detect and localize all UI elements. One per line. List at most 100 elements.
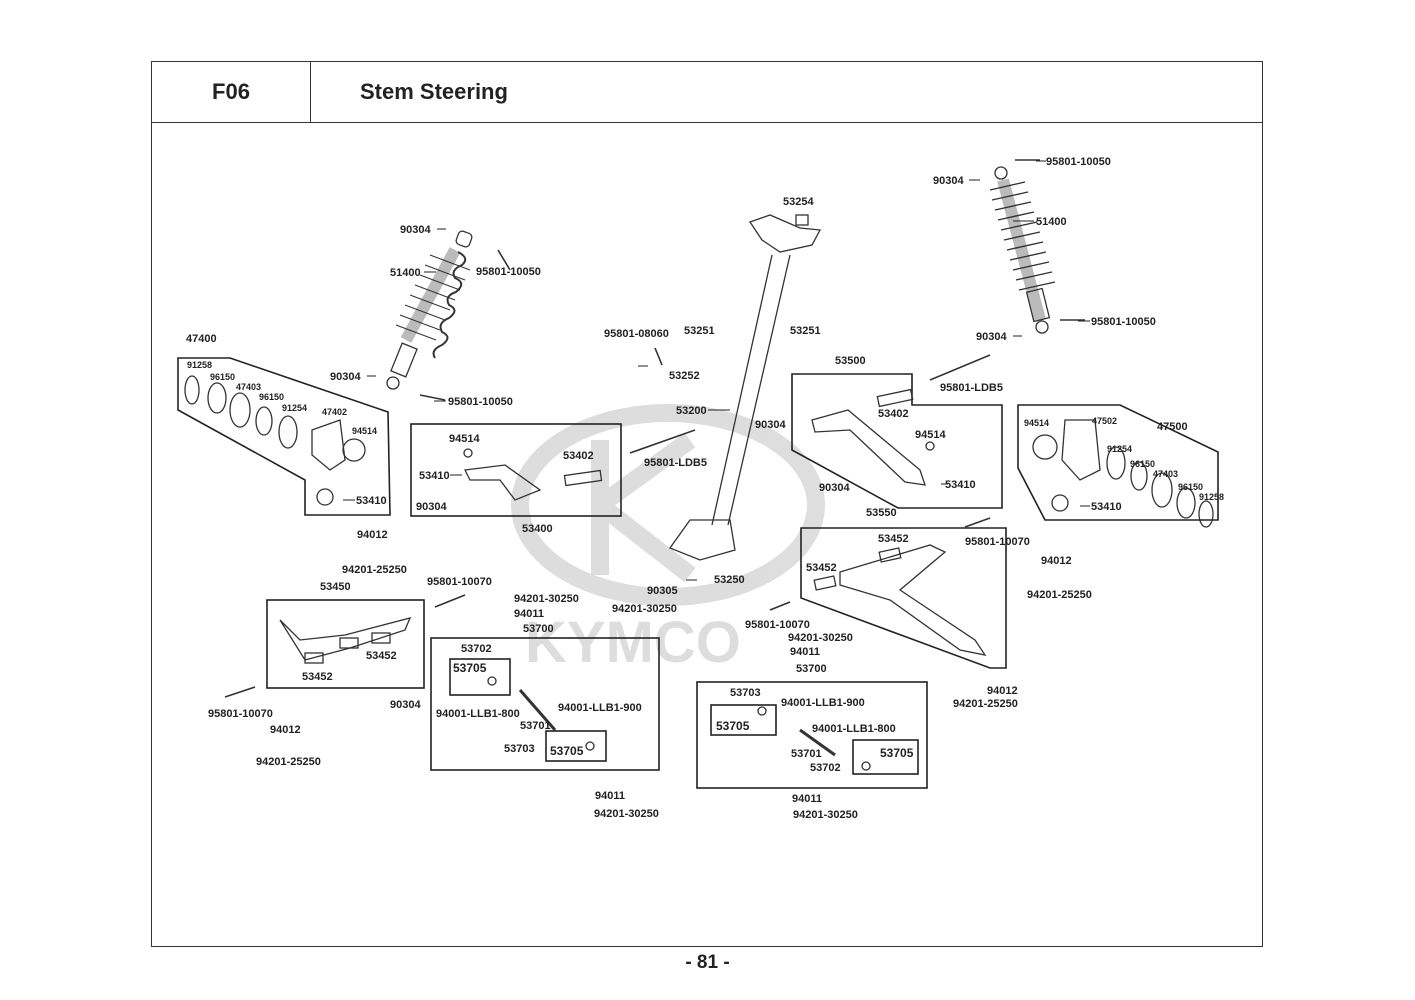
label-53705: 53705	[880, 746, 914, 760]
label-53705: 53705	[716, 719, 750, 733]
label-94012: 94012	[987, 685, 1018, 697]
tierod-right-box	[696, 681, 928, 789]
label-94001-LLB1-800: 94001-LLB1-800	[436, 708, 520, 720]
label-90304: 90304	[976, 331, 1007, 343]
label-53452: 53452	[878, 533, 909, 545]
label-53550: 53550	[866, 507, 897, 519]
left-shock-drawing	[386, 230, 473, 390]
label-47403: 47403	[1153, 469, 1178, 479]
upper-arm-left-drawing	[463, 448, 603, 501]
label-94011: 94011	[792, 793, 822, 805]
knuckle-left-box	[177, 357, 391, 516]
label-95801-10050: 95801-10050	[1046, 156, 1111, 168]
label-90304: 90304	[819, 482, 850, 494]
pivot-bolts	[224, 159, 1085, 698]
label-94201-25250: 94201-25250	[953, 698, 1018, 710]
label-94011: 94011	[790, 646, 820, 658]
label-94201-30250: 94201-30250	[514, 593, 579, 605]
label-53450: 53450	[320, 581, 351, 593]
label-47402: 47402	[322, 407, 347, 417]
label-95801-LDB5: 95801-LDB5	[644, 457, 707, 469]
upper-arm-right-drawing	[811, 388, 935, 486]
label-94514: 94514	[352, 426, 377, 436]
label-94514: 94514	[1024, 418, 1049, 428]
label-53251: 53251	[790, 325, 821, 337]
label-94012: 94012	[357, 529, 388, 541]
label-96150: 96150	[210, 372, 235, 382]
label-94201-25250: 94201-25250	[342, 564, 407, 576]
part-labels: 90304 51400 95801-10050 90304 95801-1005…	[186, 156, 1224, 821]
tierod-left-sub-b	[545, 730, 607, 762]
label-95801-10050: 95801-10050	[476, 266, 541, 278]
leader-lines	[343, 160, 1090, 581]
kymco-watermark: KYMCO	[511, 404, 825, 675]
tierod-left-sub-a	[449, 658, 511, 696]
label-53500: 53500	[835, 355, 866, 367]
label-94012: 94012	[270, 724, 301, 736]
label-53702: 53702	[461, 643, 492, 655]
knuckle-right-box	[1017, 404, 1219, 521]
label-53410: 53410	[419, 470, 450, 482]
label-95801-10070: 95801-10070	[965, 536, 1030, 548]
label-47500: 47500	[1157, 421, 1188, 433]
label-53701: 53701	[791, 748, 822, 760]
label-94201-30250: 94201-30250	[793, 809, 858, 821]
right-knuckle-drawing	[1032, 419, 1214, 528]
label-94514: 94514	[449, 433, 480, 445]
label-90304: 90304	[755, 419, 786, 431]
label-53701: 53701	[520, 720, 551, 732]
label-94001-LLB1-800: 94001-LLB1-800	[812, 723, 896, 735]
page-title: Stem Steering	[310, 61, 1263, 123]
upper-arm-right-box	[791, 373, 1003, 509]
part-drawings	[184, 159, 1214, 771]
label-90304: 90304	[933, 175, 964, 187]
label-95801-LDB5: 95801-LDB5	[940, 382, 1003, 394]
label-47403: 47403	[236, 382, 261, 392]
right-shock-drawing	[989, 166, 1056, 334]
watermark-text: KYMCO	[525, 610, 741, 675]
label-96150: 96150	[259, 392, 284, 402]
label-94011: 94011	[514, 608, 544, 620]
lower-arm-left-drawing	[279, 617, 412, 664]
group-outlines	[177, 357, 1219, 789]
label-94012: 94012	[1041, 555, 1072, 567]
label-95801-10070: 95801-10070	[208, 708, 273, 720]
label-95801-08060: 95801-08060	[604, 328, 669, 340]
label-53702: 53702	[810, 762, 841, 774]
label-51400: 51400	[390, 267, 421, 279]
label-94201-25250: 94201-25250	[256, 756, 321, 768]
label-53703: 53703	[730, 687, 761, 699]
label-53250: 53250	[714, 574, 745, 586]
label-53700: 53700	[523, 623, 554, 635]
label-90304: 90304	[330, 371, 361, 383]
left-knuckle-drawing	[184, 375, 366, 506]
label-53254: 53254	[783, 196, 814, 208]
label-53452: 53452	[302, 671, 333, 683]
label-53410: 53410	[356, 495, 387, 507]
label-53705: 53705	[453, 661, 487, 675]
steering-stem-drawing	[668, 214, 822, 561]
tierod-left-box	[430, 637, 660, 771]
label-51400: 51400	[1036, 216, 1067, 228]
label-94201-25250: 94201-25250	[1027, 589, 1092, 601]
label-94001-LLB1-900: 94001-LLB1-900	[781, 697, 865, 709]
label-47400: 47400	[186, 333, 217, 345]
label-94201-30250: 94201-30250	[612, 603, 677, 615]
label-91258: 91258	[1199, 492, 1224, 502]
label-90305: 90305	[647, 585, 678, 597]
label-47502: 47502	[1092, 416, 1117, 426]
label-53252: 53252	[669, 370, 700, 382]
label-96150: 96150	[1178, 482, 1203, 492]
page-number: - 81 -	[685, 952, 730, 973]
label-94001-LLB1-900: 94001-LLB1-900	[558, 702, 642, 714]
label-53400: 53400	[522, 523, 553, 535]
label-53703: 53703	[504, 743, 535, 755]
label-95801-10050: 95801-10050	[1091, 316, 1156, 328]
label-90304: 90304	[390, 699, 421, 711]
label-95801-10070: 95801-10070	[427, 576, 492, 588]
label-96150: 96150	[1130, 459, 1155, 469]
label-53700: 53700	[796, 663, 827, 675]
label-95801-10050: 95801-10050	[448, 396, 513, 408]
upper-arm-left-box	[410, 423, 622, 517]
section-code: F06	[151, 61, 311, 123]
